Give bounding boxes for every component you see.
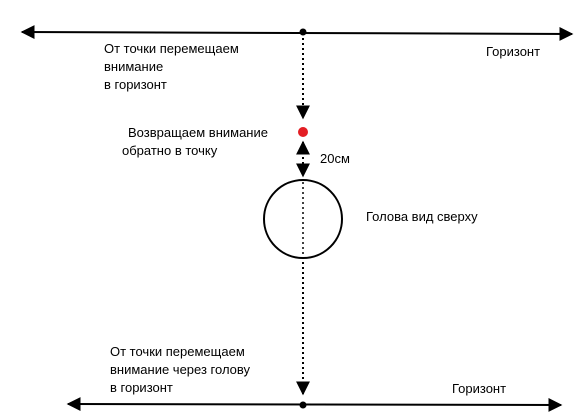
bottom-point	[299, 401, 307, 409]
bottom-horizon-line	[66, 397, 563, 412]
head-label: Голова вид сверху	[366, 209, 478, 224]
distance-label: 20см	[320, 151, 350, 166]
bottom-caption: От точки перемещаем внимание через голов…	[110, 343, 250, 397]
return-caption-line: обратно в точку	[122, 143, 218, 158]
top-caption: От точки перемещаем внимание в горизонт	[104, 40, 239, 94]
top-caption-line: От точки перемещаем	[104, 41, 239, 56]
bottom-caption-line: внимание через голову	[110, 362, 251, 377]
red-dot	[298, 127, 308, 137]
bottom-horizon-label: Горизонт	[452, 381, 507, 396]
top-point	[299, 28, 307, 36]
top-horizon-line	[20, 25, 574, 41]
bottom-caption-line: в горизонт	[110, 380, 173, 395]
return-caption: Возвращаем внимание обратно в точку	[122, 124, 268, 160]
top-caption-line: внимание	[104, 59, 164, 74]
top-horizon-label: Горизонт	[486, 44, 541, 59]
bottom-caption-line: От точки перемещаем	[110, 344, 245, 359]
return-caption-line: Возвращаем внимание	[128, 125, 268, 140]
top-caption-line: в горизонт	[104, 77, 167, 92]
